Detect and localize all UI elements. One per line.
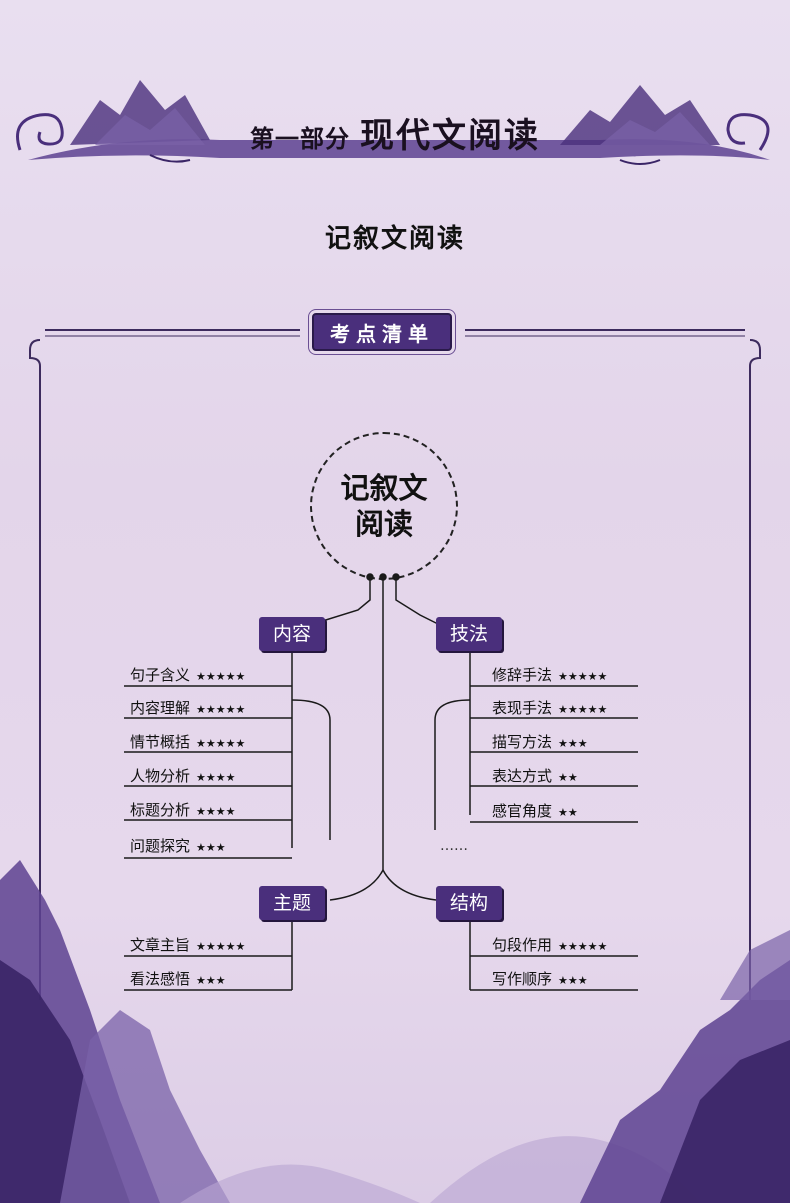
star-rating: ★★★ (558, 974, 588, 987)
ellipsis-mark: …… (440, 838, 468, 854)
list-item: 标题分析 ★★★★ (130, 797, 235, 823)
list-item: 表现手法 ★★★★★ (492, 695, 607, 721)
section-title: 记叙文阅读 (324, 224, 465, 254)
category-structure: 结构 (436, 886, 502, 920)
center-topic-label: 记叙文阅读 (340, 470, 428, 541)
list-item: 内容理解 ★★★★★ (130, 695, 245, 721)
star-rating: ★★★ (196, 974, 226, 987)
list-item: 看法感悟 ★★★ (130, 966, 226, 992)
list-item: 表达方式 ★★ (492, 763, 578, 789)
star-rating: ★★★★★ (196, 703, 246, 716)
star-rating: ★★★★★ (196, 940, 246, 953)
star-rating: ★★ (558, 806, 578, 819)
list-item: 问题探究 ★★★ (130, 833, 226, 859)
list-item: 修辞手法 ★★★★★ (492, 662, 607, 688)
star-rating: ★★★★★ (558, 670, 608, 683)
list-item: 文章主旨 ★★★★★ (130, 932, 245, 958)
key-points-badge: 考点清单 (312, 313, 452, 351)
item-name: 表现手法 (492, 699, 553, 717)
item-name: 句段作用 (492, 936, 553, 954)
list-item: 人物分析 ★★★★ (130, 763, 235, 789)
category-theme: 主题 (259, 886, 325, 920)
item-name: 人物分析 (130, 767, 191, 785)
star-rating: ★★★★★ (196, 670, 246, 683)
item-name: 情节概括 (130, 733, 191, 751)
item-name: 文章主旨 (130, 936, 191, 954)
part-name: 现代文阅读 (360, 116, 540, 156)
star-rating: ★★★ (558, 737, 588, 750)
list-item: 句子含义 ★★★★★ (130, 662, 245, 688)
item-name: 看法感悟 (130, 970, 191, 988)
item-name: 修辞手法 (492, 666, 553, 684)
center-topic-circle: 记叙文阅读 (310, 432, 458, 580)
list-item: 情节概括 ★★★★★ (130, 729, 245, 755)
list-item: 句段作用 ★★★★★ (492, 932, 607, 958)
star-rating: ★★ (558, 771, 578, 784)
star-rating: ★★★★★ (558, 703, 608, 716)
category-content: 内容 (259, 617, 325, 651)
item-name: 表达方式 (492, 767, 553, 785)
list-item: 写作顺序 ★★★ (492, 966, 588, 992)
list-item: 感官角度 ★★ (492, 798, 578, 824)
item-name: 标题分析 (130, 801, 191, 819)
part-label: 第一部分 (250, 125, 350, 153)
star-rating: ★★★★ (196, 771, 236, 784)
item-name: 内容理解 (130, 699, 191, 717)
star-rating: ★★★ (196, 841, 226, 854)
star-rating: ★★★★ (196, 805, 236, 818)
item-name: 描写方法 (492, 733, 553, 751)
part-title: 第一部分现代文阅读 (0, 108, 790, 157)
star-rating: ★★★★★ (558, 940, 608, 953)
item-name: 写作顺序 (492, 970, 553, 988)
star-rating: ★★★★★ (196, 737, 246, 750)
landscape-banner (16, 80, 770, 165)
category-technique: 技法 (436, 617, 502, 651)
list-item: 描写方法 ★★★ (492, 729, 588, 755)
item-name: 问题探究 (130, 837, 191, 855)
item-name: 感官角度 (492, 802, 553, 820)
item-name: 句子含义 (130, 666, 191, 684)
